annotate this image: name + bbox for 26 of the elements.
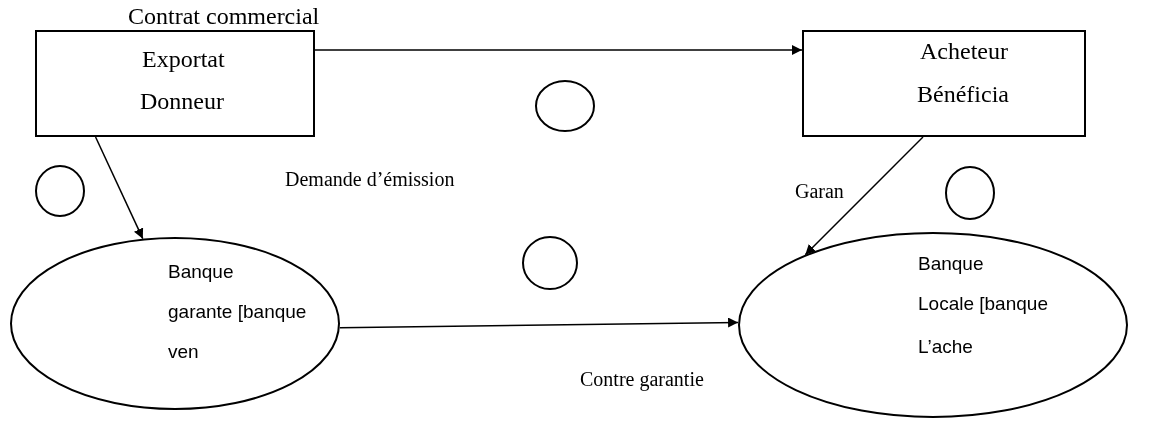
arrow [804, 136, 924, 256]
node-label: Banque [168, 262, 234, 283]
bank-ellipse [738, 232, 1128, 418]
step-circle [535, 80, 595, 132]
arrow [339, 317, 739, 329]
bank-ellipse [10, 237, 340, 410]
node-label: L’ache [918, 337, 973, 358]
flow-label: Demande d’émission [285, 168, 455, 190]
arrow [314, 45, 803, 55]
node-label: garante [banque [168, 302, 307, 323]
node-label: Donneur [140, 88, 224, 115]
step-circle [522, 236, 578, 290]
party-box [35, 30, 315, 137]
step-circle [945, 166, 995, 220]
arrow [94, 136, 144, 240]
flow-label: Contre garantie [580, 368, 704, 390]
node-label: Bénéficia [917, 81, 1009, 108]
node-label: Locale [banque [918, 294, 1048, 315]
node-label: ven [168, 342, 199, 363]
node-label: Acheteur [920, 38, 1008, 65]
node-label: Banque [918, 254, 984, 275]
step-circle [35, 165, 85, 217]
flow-label: Contrat commercial [128, 3, 320, 30]
flow-label: Garan [795, 180, 844, 202]
node-label: Exportat [142, 46, 225, 73]
party-box [802, 30, 1086, 137]
